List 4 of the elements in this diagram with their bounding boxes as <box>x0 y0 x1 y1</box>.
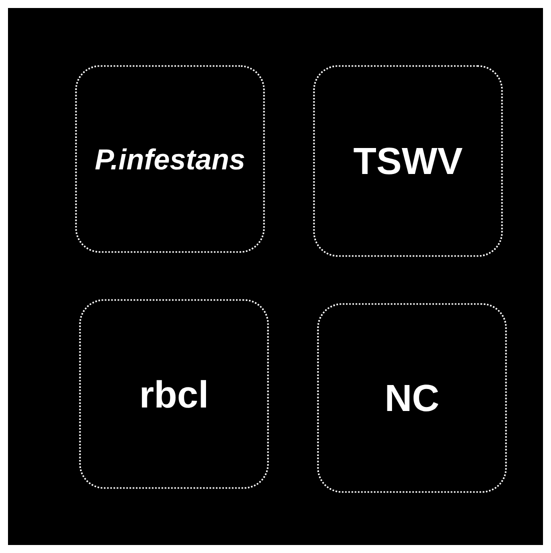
rounded-box: P.infestans <box>75 65 265 253</box>
rounded-box: rbcl <box>79 299 269 489</box>
rounded-box: NC <box>317 303 507 493</box>
rounded-box: TSWV <box>313 65 503 257</box>
